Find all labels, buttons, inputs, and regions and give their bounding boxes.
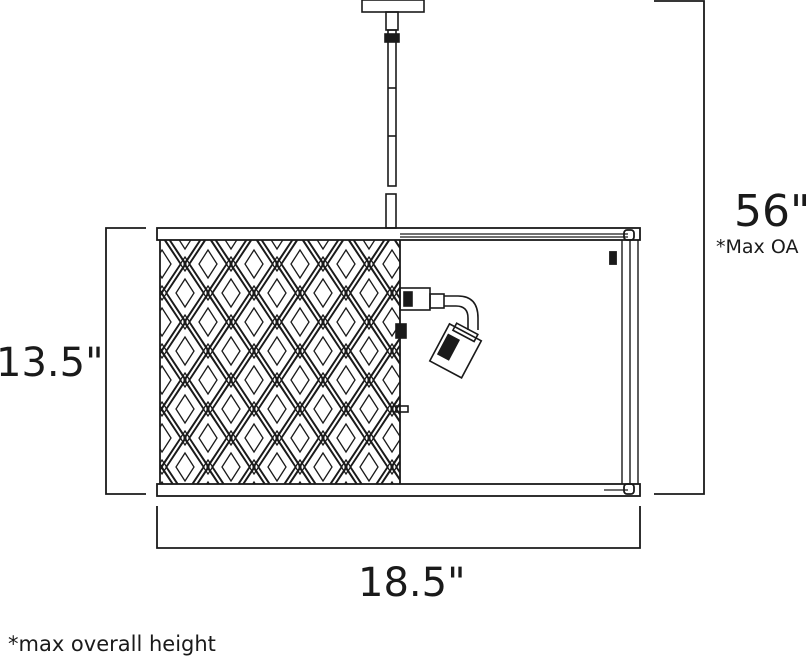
dimension-lines bbox=[105, 0, 705, 549]
downrod-lower-segment bbox=[385, 193, 397, 229]
canopy-collar bbox=[385, 11, 399, 31]
width-dimension-line bbox=[156, 506, 641, 549]
height-dimension-line bbox=[105, 227, 146, 495]
overall-height-dimension-label: 56" bbox=[734, 186, 809, 237]
diamond-pattern-panel bbox=[160, 240, 400, 484]
ceiling-canopy bbox=[361, 0, 425, 13]
footnote: *max overall height bbox=[8, 632, 216, 656]
lamp-socket bbox=[428, 322, 483, 379]
overall-height-note: *Max OA bbox=[716, 236, 799, 258]
bottom-ring bbox=[156, 483, 641, 497]
canopy-and-downrod bbox=[361, 0, 425, 229]
width-dimension-label: 18.5" bbox=[358, 560, 466, 606]
downrod bbox=[387, 29, 397, 187]
socket-assembly bbox=[395, 287, 483, 413]
overall-height-dimension-line bbox=[654, 0, 705, 495]
height-dimension-label: 13.5" bbox=[0, 340, 104, 386]
